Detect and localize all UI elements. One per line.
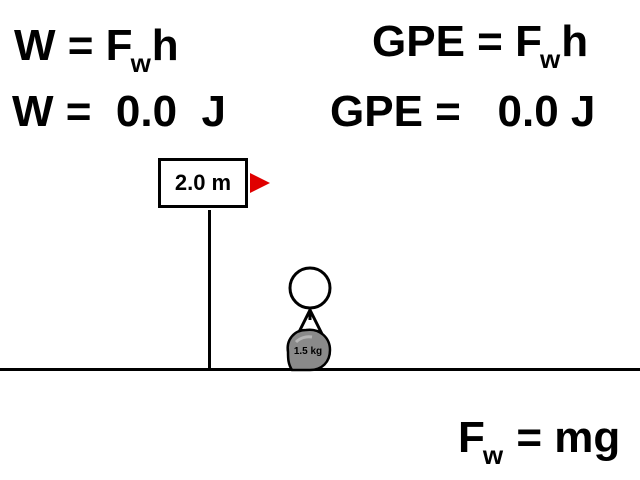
rock-highlight	[294, 335, 313, 344]
height-marker-sign[interactable]: 2.0 m	[158, 158, 248, 208]
ground-line	[0, 368, 640, 371]
work-readout: W = 0.0 J	[12, 87, 226, 136]
gpe-formula-rhs: h	[561, 17, 589, 66]
gpe-formula: GPE = Fwh	[372, 17, 589, 75]
stick-figure-icon[interactable]	[270, 260, 350, 372]
weight-formula-lhs: F	[458, 413, 485, 462]
work-formula: W = Fwh	[14, 21, 179, 79]
gpe-formula-lhs: GPE = F	[372, 17, 542, 66]
figure-head	[288, 266, 332, 310]
figure-arm-right	[308, 309, 324, 335]
height-marker-label: 2.0 m	[174, 170, 232, 195]
height-marker-pole	[208, 210, 211, 370]
gpe-formula-sub: w	[539, 44, 561, 74]
weight-formula-sub: w	[482, 440, 504, 470]
weight-formula: Fw = mg	[458, 413, 621, 471]
weight-formula-rhs: = mg	[504, 413, 621, 462]
rock-mass-label: 1.5 kg	[293, 346, 323, 357]
work-formula-rhs: h	[151, 21, 179, 70]
work-formula-lhs: W = F	[14, 21, 133, 70]
flag-icon	[250, 173, 270, 193]
work-formula-sub: w	[130, 48, 151, 78]
gpe-readout: GPE = 0.0 J	[330, 87, 596, 136]
